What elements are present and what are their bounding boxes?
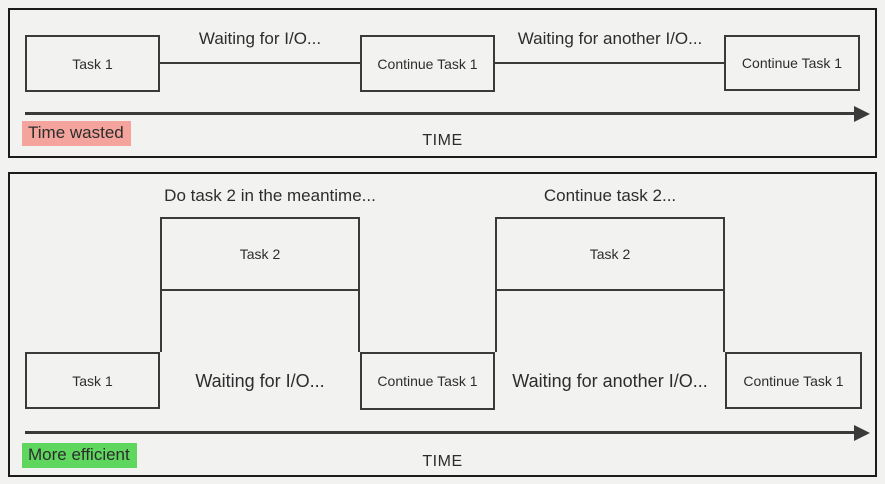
task2-drop-line-1-left <box>160 291 162 352</box>
continue-task1-label-bottom-2: Continue Task 1 <box>743 372 844 389</box>
task1-box: Task 1 <box>25 35 160 92</box>
continue-task1-label-bottom-1: Continue Task 1 <box>377 373 478 389</box>
continue-task1-box-bottom-2: Continue Task 1 <box>725 352 862 409</box>
task1-label: Task 1 <box>72 55 113 72</box>
task2-drop-line-2-right <box>723 291 725 352</box>
do-task2-caption: Do task 2 in the meantime... <box>164 186 376 205</box>
wait-label-bottom-2: Waiting for another I/O... <box>512 371 708 391</box>
task2-box-2: Task 2 <box>495 217 725 291</box>
continue-task1-label-2: Continue Task 1 <box>741 55 843 71</box>
task2-label-1: Task 2 <box>239 246 281 262</box>
continue-task1-box-1: Continue Task 1 <box>360 35 495 92</box>
time-axis-label: TIME <box>422 132 463 149</box>
panel-blocking-execution: Task 1 Waiting for I/O... Continue Task … <box>8 8 877 158</box>
time-wasted-badge: Time wasted <box>22 121 131 146</box>
task2-drop-line-1-right <box>358 291 360 352</box>
time-axis-arrowhead-bottom-icon <box>854 425 870 441</box>
wait-label-bottom-1: Waiting for I/O... <box>195 371 325 391</box>
task1-label-bottom: Task 1 <box>72 372 113 389</box>
task2-label-2: Task 2 <box>589 246 631 262</box>
task2-drop-line-2-left <box>495 291 497 352</box>
time-axis-line <box>25 112 856 115</box>
continue-task1-box-2: Continue Task 1 <box>724 35 860 91</box>
panel-efficient-execution: Do task 2 in the meantime... Continue ta… <box>8 172 877 477</box>
task2-box-1: Task 2 <box>160 217 360 291</box>
continue-task1-box-bottom-1: Continue Task 1 <box>360 352 495 410</box>
continue-task1-label-1: Continue Task 1 <box>377 55 478 72</box>
wait-connector-line-1 <box>160 62 360 64</box>
wait-label-2: Waiting for another I/O... <box>517 29 703 48</box>
more-efficient-badge: More efficient <box>22 443 137 468</box>
wait-label-1: Waiting for I/O... <box>198 29 322 48</box>
time-axis-arrowhead-icon <box>854 106 870 122</box>
time-axis-line-bottom <box>25 431 856 434</box>
wait-connector-line-2 <box>495 62 724 64</box>
task1-box-bottom: Task 1 <box>25 352 160 409</box>
time-axis-label-bottom: TIME <box>422 453 463 470</box>
continue-task2-caption: Continue task 2... <box>543 186 677 205</box>
